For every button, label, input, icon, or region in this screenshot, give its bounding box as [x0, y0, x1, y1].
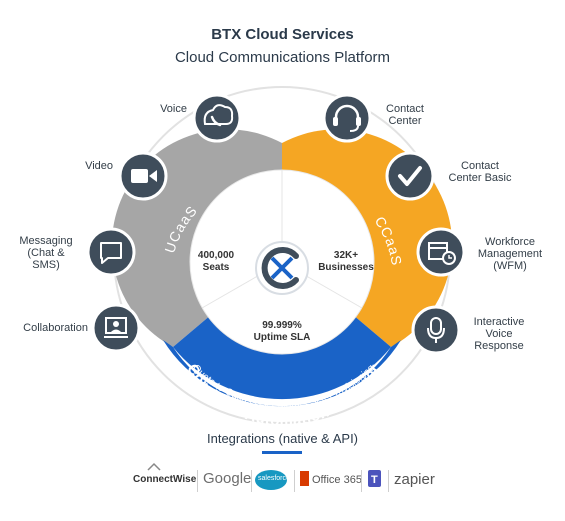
chat-bubble-icon [86, 227, 136, 277]
logo-google: Google [203, 470, 252, 487]
separator [294, 470, 295, 492]
office-icon [300, 471, 309, 486]
page-subtitle: Cloud Communications Platform [174, 49, 391, 66]
integrations-underline [262, 451, 302, 454]
microphone-icon [411, 305, 461, 355]
workforce-label: Workforce Management (WFM) [477, 236, 543, 272]
uptime-label: Uptime SLA [254, 332, 311, 343]
seats-value: 400,000 [198, 250, 235, 261]
seats-label: Seats [203, 262, 230, 273]
separator [251, 470, 252, 492]
integrations-title: Integrations (native & API) [206, 431, 359, 446]
logo-salesforce: salesforce [258, 475, 290, 482]
ivr-label: Interactive Voice Response [473, 316, 525, 352]
voice-icon [192, 93, 242, 143]
page-title: BTX Cloud Services [211, 26, 354, 43]
separator [388, 470, 389, 492]
messaging-label: Messaging (Chat & SMS) [19, 235, 73, 271]
uptime-value: 99.999% [262, 320, 302, 331]
headset-icon [322, 93, 372, 143]
collaboration-icon [91, 303, 141, 353]
video-camera-icon [118, 151, 168, 201]
separator [361, 470, 362, 492]
corenexa-logo [255, 241, 309, 295]
salesforce-icon [255, 470, 287, 490]
collaboration-label: Collaboration [23, 322, 88, 334]
contact-center-basic-label: Contact Center Basic [448, 160, 512, 184]
svg-text:T: T [371, 474, 378, 486]
businesses-value: 32K+ [334, 250, 358, 261]
video-label: Video [85, 160, 113, 172]
connectwise-icon [147, 462, 161, 471]
voice-label: Voice [160, 103, 187, 115]
separator [197, 470, 198, 492]
checkmark-icon [385, 151, 435, 201]
calendar-clock-icon [416, 227, 466, 277]
logo-connectwise: ConnectWise [133, 474, 197, 485]
logo-office365: Office 365 [312, 474, 362, 486]
businesses-label: Businesses [318, 262, 374, 273]
logo-zapier: zapier [394, 471, 435, 488]
teams-icon [368, 470, 381, 487]
contact-center-label: Contact Center [386, 103, 424, 127]
